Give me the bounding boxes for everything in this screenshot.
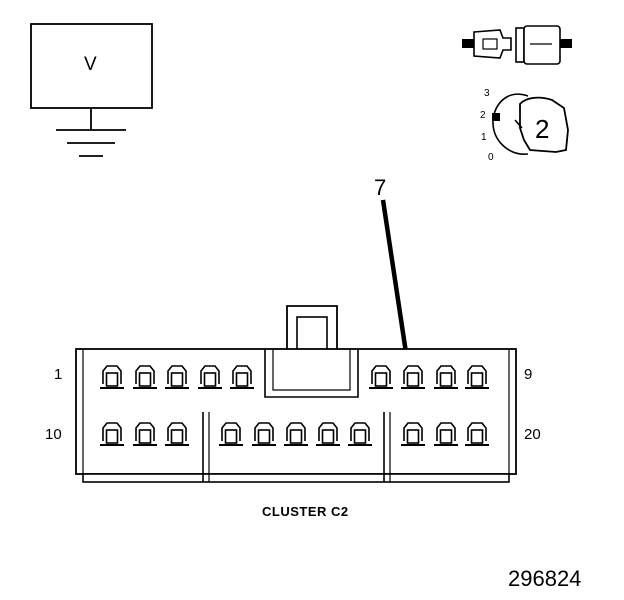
figure-number: 296824 xyxy=(508,566,582,591)
connector-caption: CLUSTER C2 xyxy=(262,504,349,519)
ignition-position-2: 2 xyxy=(480,110,486,121)
voltmeter-icon xyxy=(30,23,153,157)
connector-housing xyxy=(75,305,517,483)
ignition-switch-icon xyxy=(492,93,569,155)
voltmeter-label: V xyxy=(84,54,97,75)
pin-label-row1-last: 9 xyxy=(524,366,533,383)
connector-pair-icon xyxy=(462,25,572,65)
ignition-selected-position: 2 xyxy=(535,114,550,144)
pin-label-row1-first: 1 xyxy=(54,366,63,383)
ignition-position-3: 3 xyxy=(484,88,490,99)
callout-pointer xyxy=(380,199,411,367)
pin-label-row2-first: 10 xyxy=(45,426,62,443)
ignition-position-1: 1 xyxy=(481,132,487,143)
callout-pin-number: 7 xyxy=(374,175,387,200)
ignition-position-0: 0 xyxy=(488,152,494,163)
pin-label-row2-last: 20 xyxy=(524,426,541,443)
